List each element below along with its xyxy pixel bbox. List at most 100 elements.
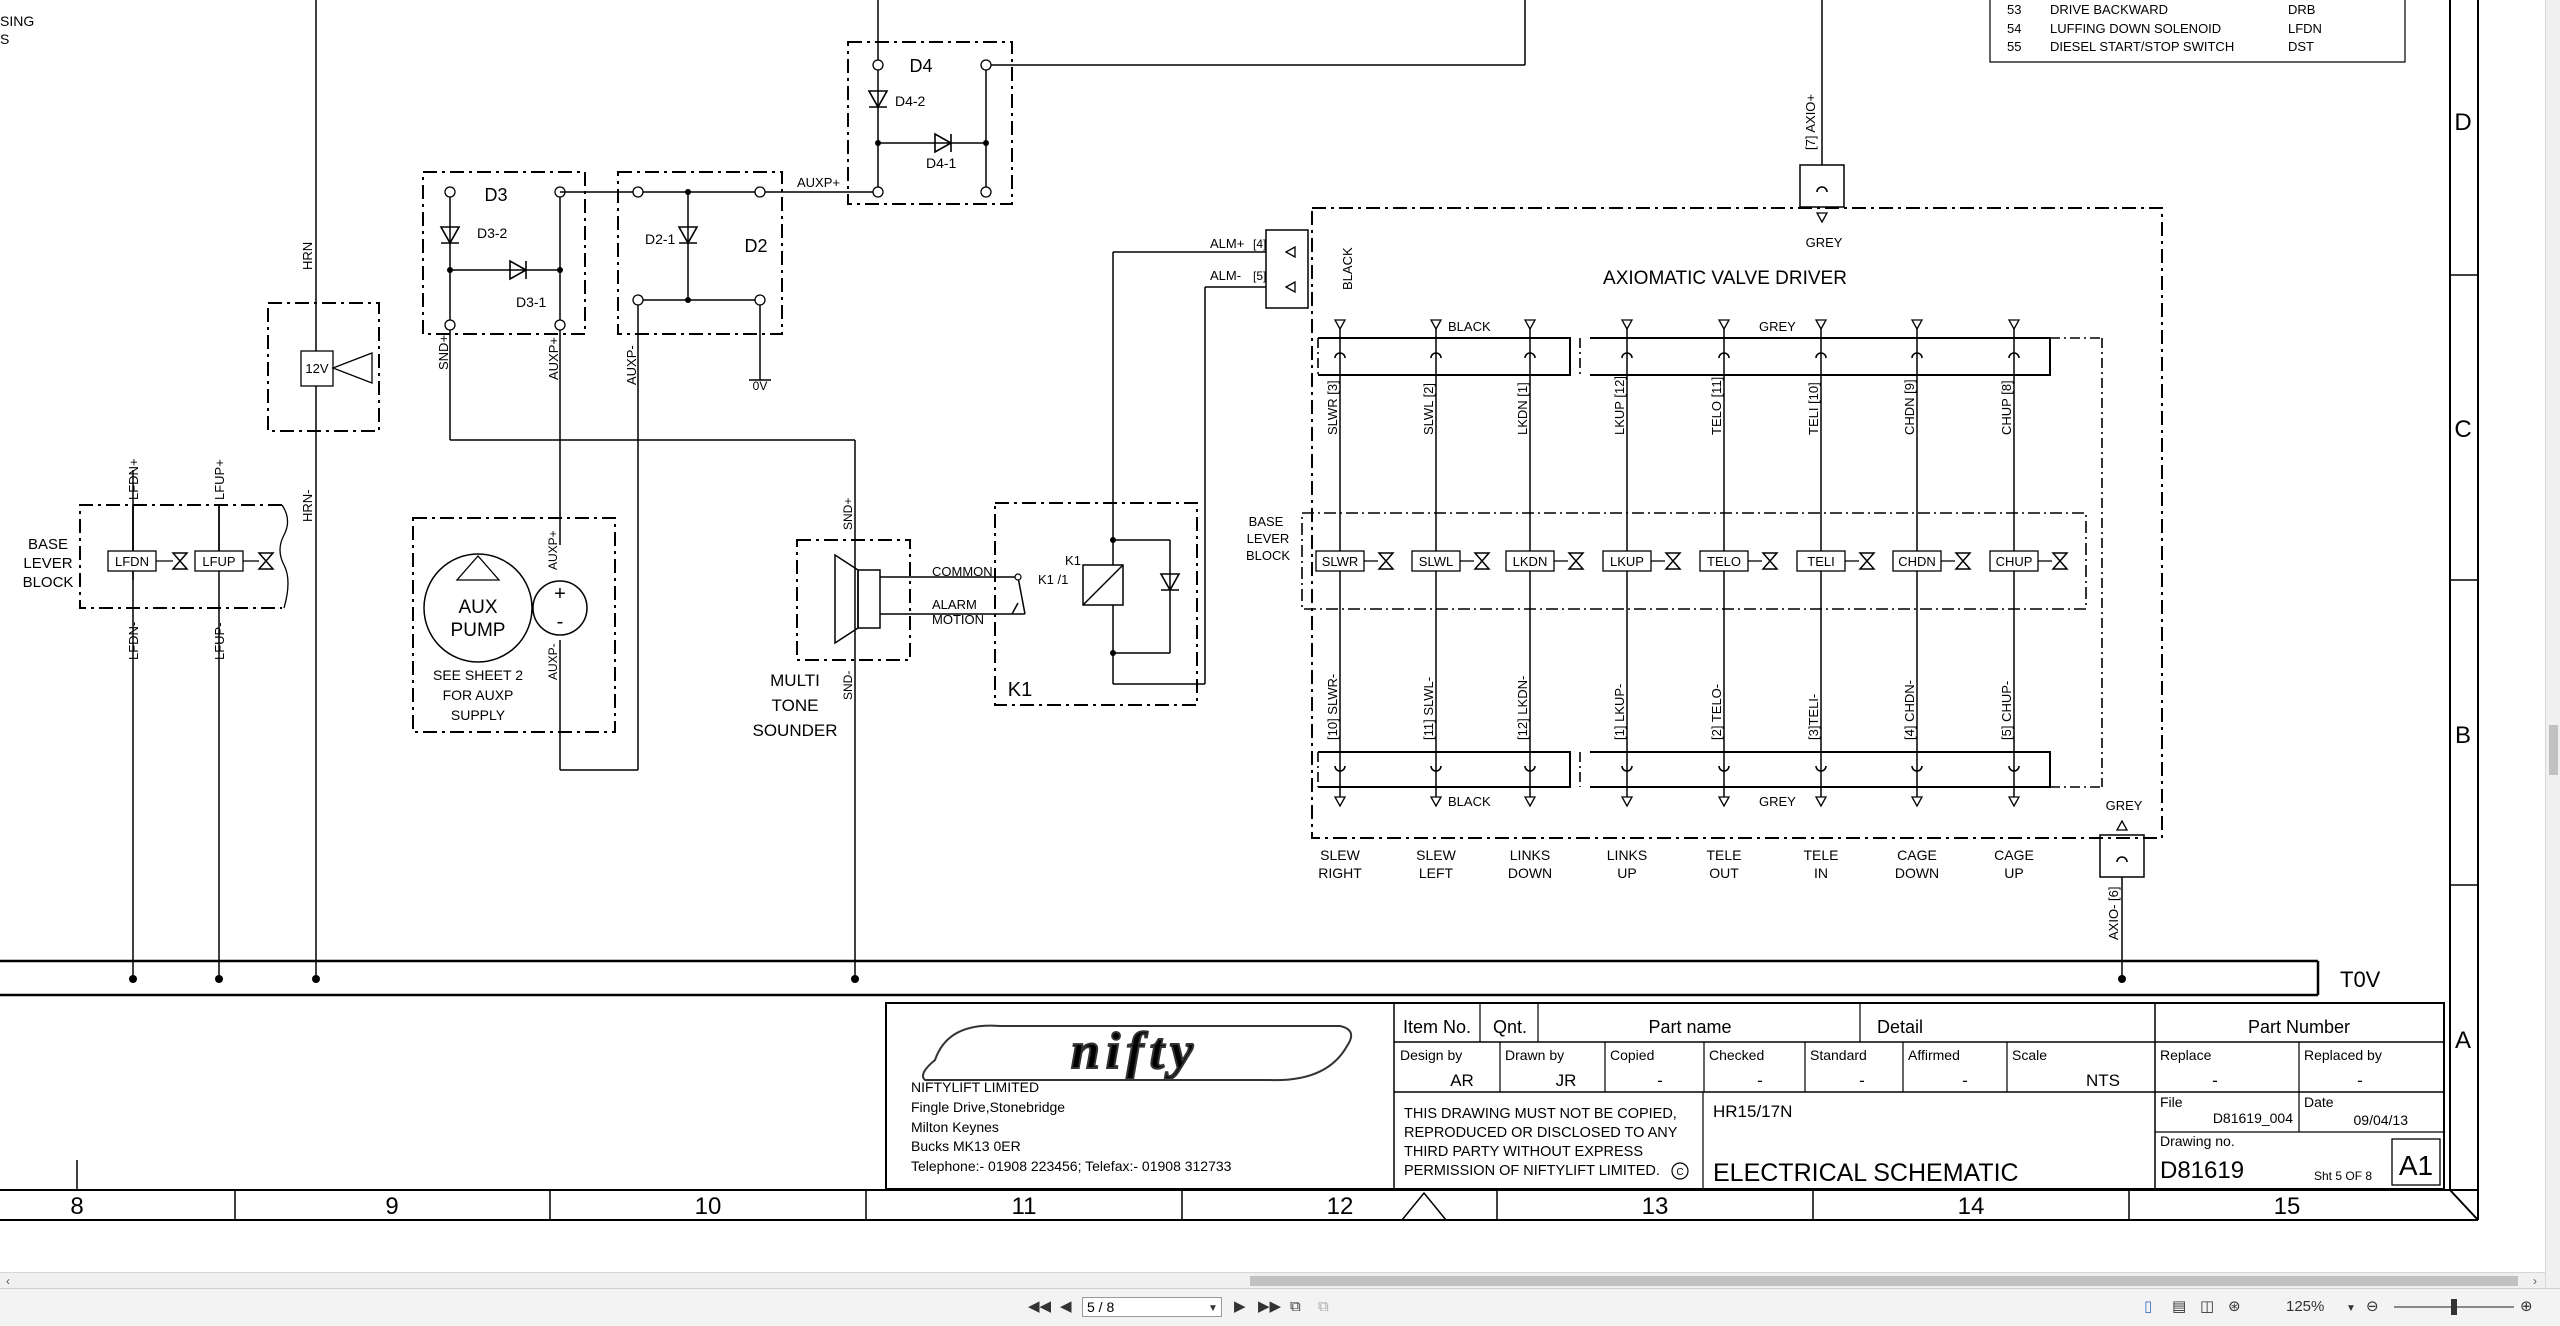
last-page-icon[interactable]: ▶▶ — [1258, 1298, 1282, 1315]
sounder-label: SOUNDER — [752, 721, 837, 740]
legend-no: 54 — [2007, 21, 2021, 36]
channel-name: SLEW — [1320, 847, 1360, 863]
field-value-replace: - — [2212, 1071, 2218, 1090]
aux-pump-note: SEE SHEET 2 — [433, 667, 523, 683]
zoom-slider-thumb[interactable] — [2451, 1299, 2457, 1315]
vd-base-lever-label: BLOCK — [1246, 548, 1290, 563]
horn-label: 12V — [305, 361, 328, 376]
zoom-level[interactable]: 125% — [2286, 1298, 2325, 1315]
vertical-scroll-thumb[interactable] — [2549, 725, 2558, 775]
field-label-affirmed: Affirmed — [1908, 1047, 1960, 1063]
previous-page-icon[interactable]: ◀ — [1060, 1298, 1072, 1315]
base-lever-label: BLOCK — [23, 574, 74, 591]
page-dropdown-icon[interactable]: ▼ — [1208, 1303, 1218, 1314]
field-value-scale: NTS — [2086, 1071, 2120, 1090]
zone-number-11: 11 — [1012, 1193, 1037, 1220]
first-page-icon[interactable]: ◀◀ — [1028, 1298, 1052, 1315]
notice-line: REPRODUCED OR DISCLOSED TO ANY — [1404, 1125, 1678, 1141]
channel-bottom-label: [5] CHUP- — [1999, 681, 2014, 740]
paste-page-icon[interactable]: ⧉ — [1318, 1298, 1329, 1315]
channel-bottom-label: [10] SLWR- — [1325, 674, 1340, 740]
channel-top-label: TELI [10] — [1806, 382, 1821, 435]
diode-block-d4: D4 D4-2 D4-1 — [847, 0, 1526, 205]
channel-bottom-label: [1] LKUP- — [1612, 684, 1627, 740]
field-value-standard: - — [1859, 1071, 1865, 1090]
channel-top-label: SLWR [3] — [1325, 380, 1340, 435]
continuous-view-icon[interactable]: ▤ — [2172, 1298, 2187, 1315]
channel-bottom-label: [12] LKDN- — [1515, 676, 1530, 740]
field-value-copied: - — [1657, 1071, 1663, 1090]
legend-no: 53 — [2007, 2, 2021, 17]
valve-lfup: LFUP — [202, 554, 235, 569]
axio-connectors: [7] AXIO+ GREY AXIO- [6] GREY — [1799, 0, 2145, 979]
company-phone: Telephone:- 01908 223456; Telefax:- 0190… — [911, 1158, 1232, 1174]
k1-alarm: ALARM — [932, 597, 977, 612]
aux-pump-wire-minus: AUXP- — [546, 643, 560, 680]
channel-valve-label: CHUP — [1996, 554, 2033, 569]
page-number-input[interactable] — [1082, 1297, 1222, 1317]
vertical-scrollbar[interactable] — [2545, 0, 2560, 1288]
axio-top-wire: [7] AXIO+ — [1803, 94, 1818, 150]
channel-valve-label: TELO — [1707, 554, 1741, 569]
horizontal-scrollbar[interactable]: ‹ › — [0, 1272, 2545, 1289]
zoom-out-icon[interactable]: ⊖ — [2366, 1298, 2379, 1315]
zone-number-12: 12 — [1327, 1193, 1354, 1220]
title-block — [885, 1002, 2445, 1190]
base-lever-block-left: BASE LEVER BLOCK LFDN LFUP — [23, 504, 289, 609]
horn-12v: 12V — [267, 302, 380, 432]
d2-title: D2 — [744, 236, 767, 256]
copy-page-icon[interactable]: ⧉ — [1290, 1298, 1301, 1315]
channel-valve-label: LKDN — [1513, 554, 1548, 569]
header-qnt: Qnt. — [1493, 1017, 1527, 1037]
zone-letter-c: C — [2454, 416, 2471, 443]
channel-bottom-label: [2] TELO- — [1709, 684, 1724, 740]
svg-text:nifty: nifty — [1071, 1023, 1199, 1080]
next-page-icon[interactable]: ▶ — [1234, 1298, 1246, 1315]
zone-number-8: 8 — [70, 1193, 83, 1220]
channel-name: LINKS — [1510, 847, 1550, 863]
scroll-left-icon[interactable]: ‹ — [6, 1274, 10, 1288]
fit-page-icon[interactable]: ⊛ — [2228, 1298, 2241, 1315]
aux-pump-minus: - — [557, 611, 564, 633]
channel-bottom-label: [3]TELI- — [1806, 694, 1821, 740]
field-label-file: File — [2160, 1094, 2183, 1110]
sheet-size: A1 — [2399, 1150, 2433, 1181]
d4-title: D4 — [909, 56, 932, 76]
channel-name: TELE — [1706, 847, 1741, 863]
valve-driver-title: AXIOMATIC VALVE DRIVER — [1603, 268, 1847, 289]
channel-valve-label: CHDN — [1898, 554, 1936, 569]
sounder-wire-minus: SND- — [841, 671, 855, 700]
field-label-design-by: Design by — [1400, 1047, 1462, 1063]
d4-diode-2: D4-2 — [895, 93, 926, 109]
channel-name: CAGE — [1994, 847, 2034, 863]
channel-top-label: SLWL [2] — [1421, 383, 1436, 435]
aux-pump-wire-plus: AUXP+ — [546, 530, 560, 570]
k1-title: K1 — [1008, 679, 1032, 701]
single-page-view-icon[interactable]: ▯ — [2144, 1298, 2153, 1315]
sheet-number: Sht 5 OF 8 — [2314, 1169, 2372, 1183]
copyright-symbol: C — [1676, 1167, 1683, 1178]
wire-label-lfdn-plus: LFDN+ — [126, 458, 141, 500]
k1-motion: MOTION — [932, 612, 984, 627]
channel-top-label: CHDN [9] — [1902, 379, 1917, 435]
valve-driver-base-lever-block — [1301, 512, 2087, 610]
zone-number-10: 10 — [695, 1193, 722, 1220]
zoom-in-icon[interactable]: ⊕ — [2520, 1298, 2533, 1315]
field-label-replace: Replace — [2160, 1047, 2212, 1063]
bottom-strip-grey: GREY — [1759, 794, 1796, 809]
wire-label-lfup-minus: LFUP- — [212, 622, 227, 660]
top-strip-grey: GREY — [1759, 319, 1796, 334]
k1-contact: K1 /1 — [1038, 572, 1068, 587]
two-page-view-icon[interactable]: ◫ — [2200, 1298, 2215, 1315]
field-label-drawing-no: Drawing no. — [2160, 1133, 2235, 1149]
horizontal-scroll-thumb[interactable] — [1250, 1276, 2518, 1286]
scroll-right-icon[interactable]: › — [2533, 1274, 2537, 1288]
zoom-dropdown-icon[interactable]: ▼ — [2346, 1303, 2356, 1314]
zone-number-15: 15 — [2274, 1193, 2301, 1220]
field-value-date: 09/04/13 — [2354, 1112, 2409, 1128]
wire-label-auxp-minus: AUXP- — [624, 345, 639, 385]
